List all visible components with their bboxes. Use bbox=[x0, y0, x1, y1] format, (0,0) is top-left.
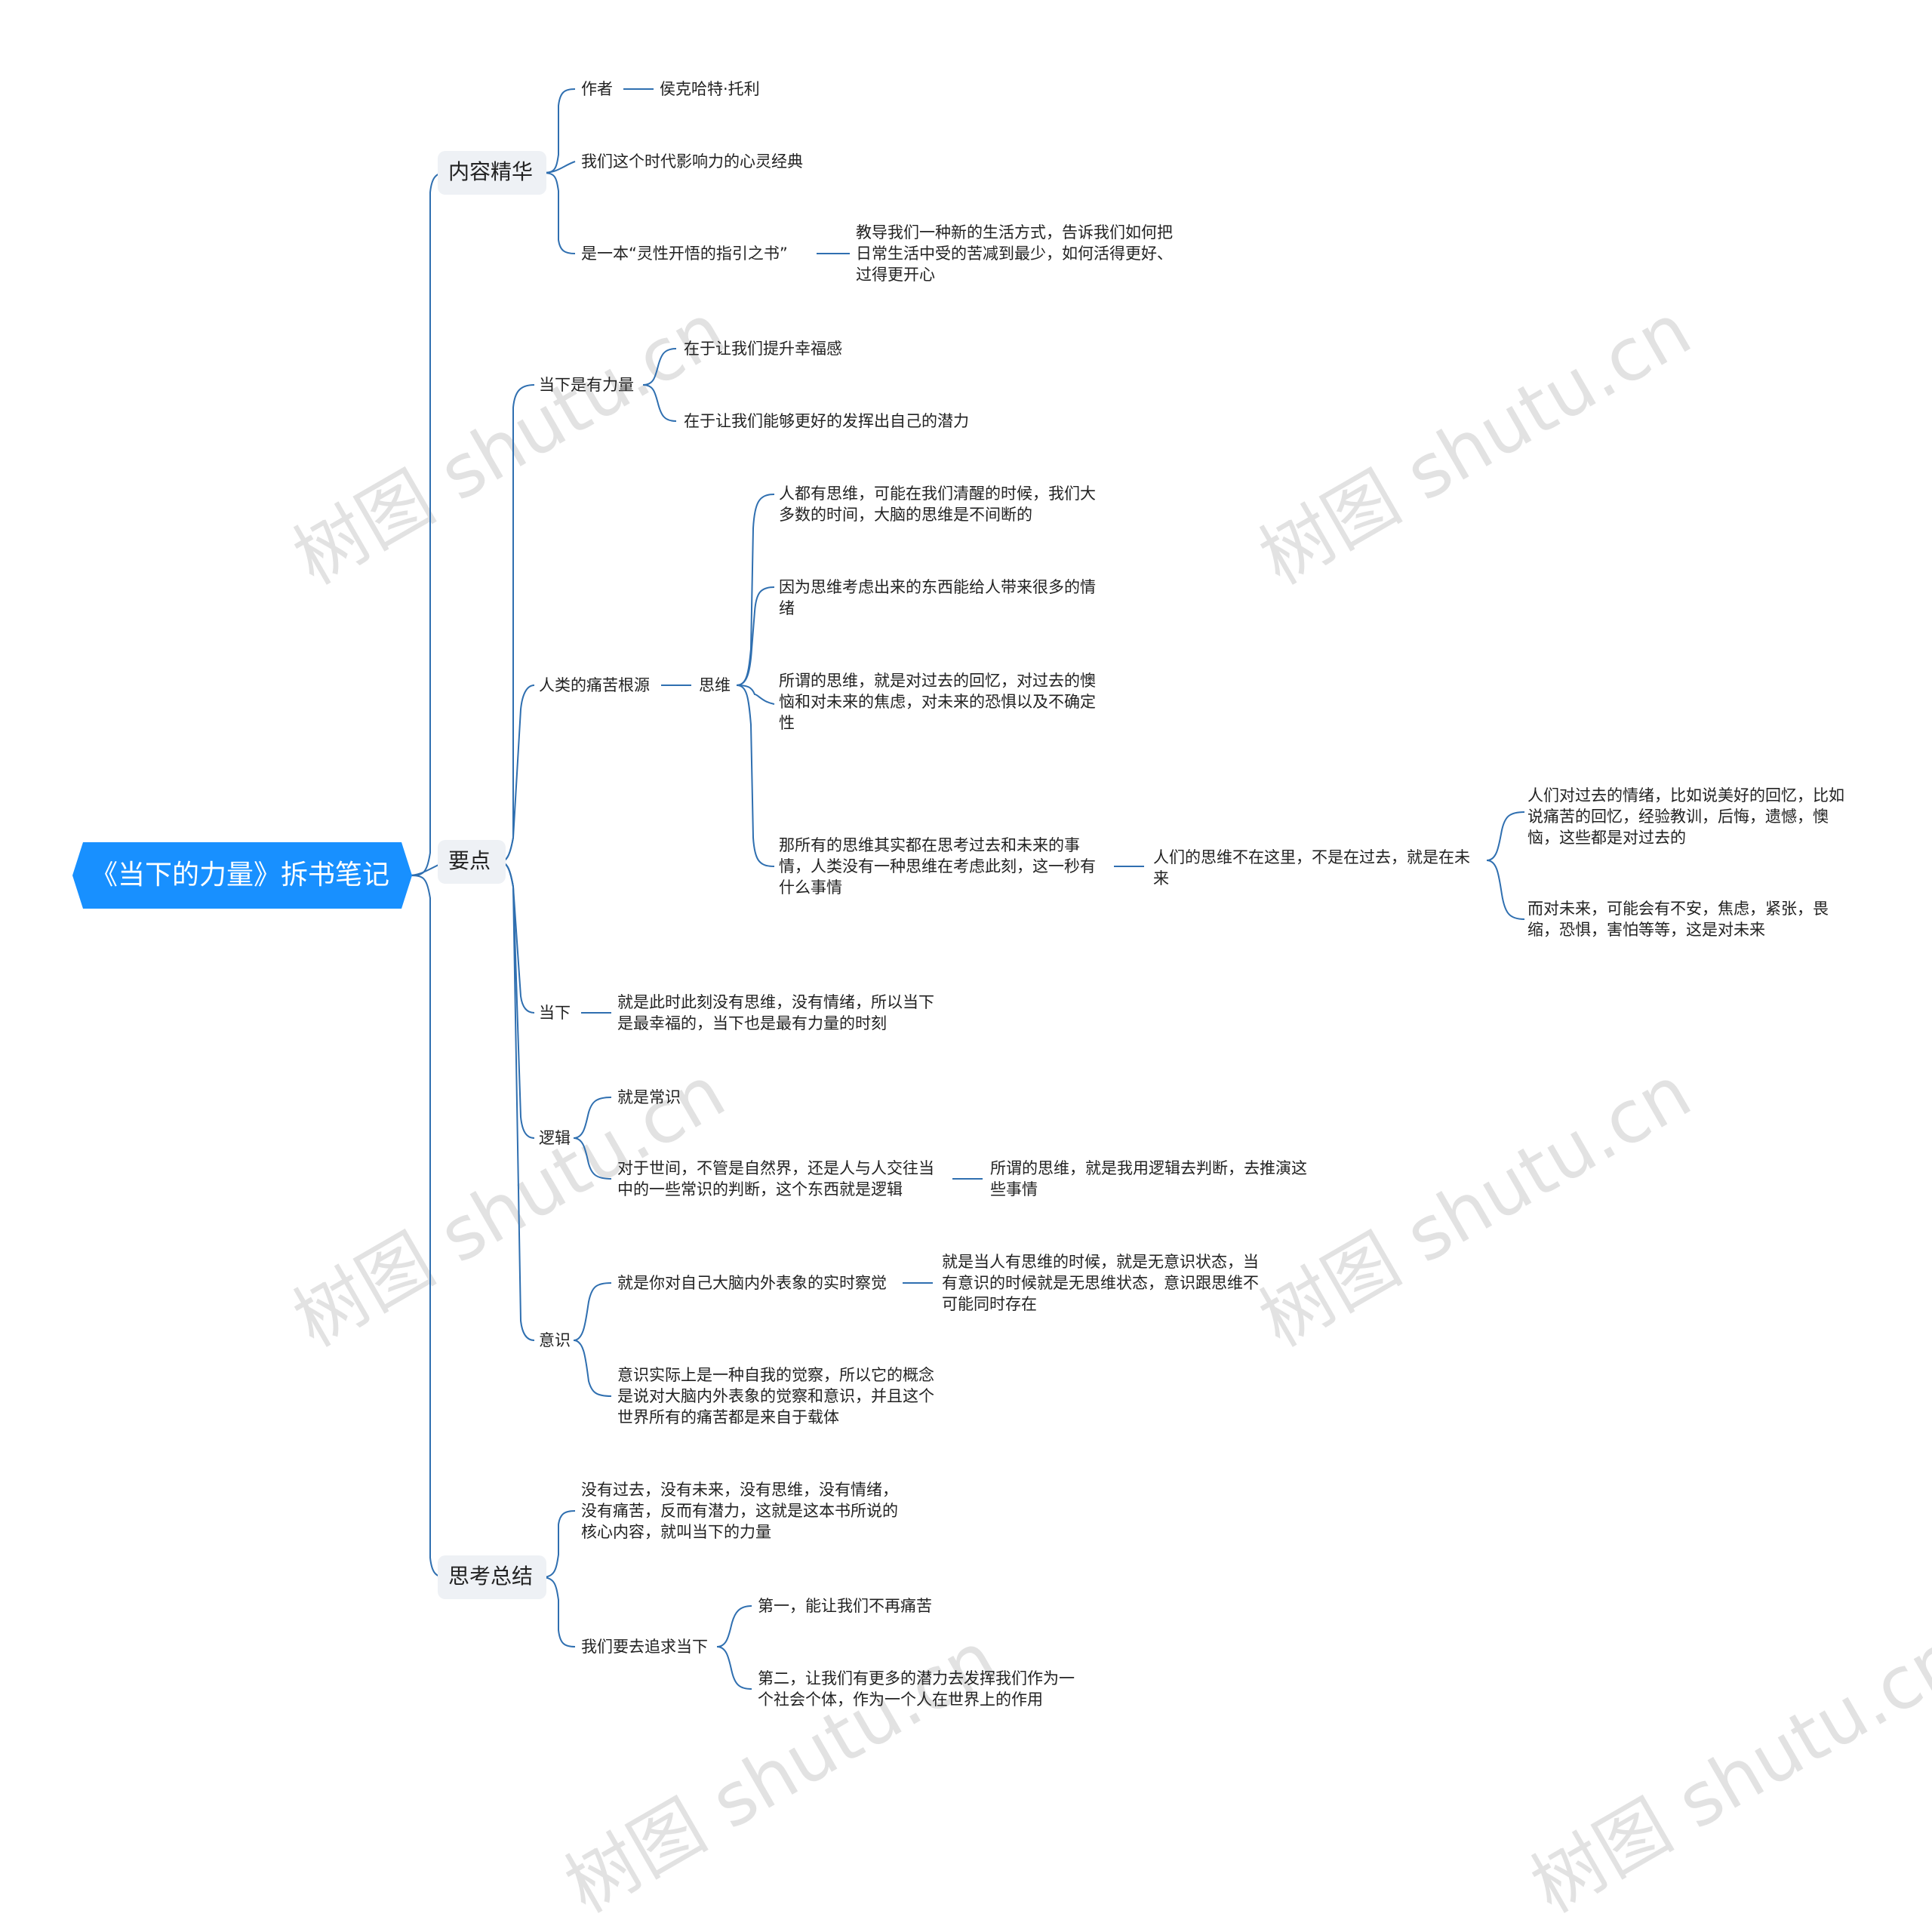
logic-node[interactable]: 逻辑 bbox=[539, 1129, 571, 1147]
branch-pill bbox=[438, 1555, 546, 1599]
logic-common[interactable]: 就是常识 bbox=[617, 1088, 681, 1106]
not-here-node[interactable]: 人们的思维不在这里，不是在过去，就是在未来 bbox=[1153, 848, 1470, 888]
author-label[interactable]: 作者 bbox=[581, 80, 613, 98]
branch-pill bbox=[438, 840, 506, 884]
logic-reason[interactable]: 所谓的思维，就是我用逻辑去判断，去推演这些事情 bbox=[990, 1159, 1307, 1198]
thought-item[interactable]: 那所有的思维其实都在思考过去和未来的事情，人类没有一种思维在考虑此刻，这一秒有什… bbox=[779, 836, 1096, 897]
summary-first[interactable]: 第一，能让我们不再痛苦 bbox=[758, 1597, 932, 1615]
branch-keypoints[interactable]: 要点 bbox=[448, 848, 491, 873]
past-node[interactable]: 人们对过去的情绪，比如说美好的回忆，比如说痛苦的回忆，经验教训，后悔，遗憾，懊恼… bbox=[1527, 786, 1844, 847]
branch-pill bbox=[438, 151, 546, 195]
awareness-realtime[interactable]: 就是你对自己大脑内外表象的实时察觉 bbox=[617, 1274, 887, 1292]
awareness-concept[interactable]: 意识实际上是一种自我的觉察，所以它的概念是说对大脑内外表象的觉察和意识，并且这个… bbox=[617, 1366, 934, 1426]
guide-book-node[interactable]: 是一本“灵性开悟的指引之书” bbox=[581, 245, 788, 263]
power-node[interactable]: 当下是有力量 bbox=[539, 376, 634, 394]
logic-judge[interactable]: 对于世间，不管是自然界，还是人与人交往当中的一些常识的判断，这个东西就是逻辑 bbox=[617, 1159, 934, 1198]
thought-item[interactable]: 人都有思维，可能在我们清醒的时候，我们大多数的时间，大脑的思维是不间断的 bbox=[779, 485, 1096, 524]
root-title[interactable]: 《当下的力量》拆书笔记 bbox=[91, 860, 390, 891]
future-node[interactable]: 而对未来，可能会有不安，焦虑，紧张，畏缩，恐惧，害怕等等，这是对未来 bbox=[1527, 900, 1829, 939]
author-name[interactable]: 侯克哈特·托利 bbox=[660, 80, 760, 98]
branch-content[interactable]: 内容精华 bbox=[448, 159, 534, 184]
summary-pursue[interactable]: 我们要去追求当下 bbox=[581, 1638, 708, 1656]
power-item[interactable]: 在于让我们提升幸福感 bbox=[684, 340, 842, 358]
awareness-state[interactable]: 就是当人有思维的时候，就是无意识状态，当有意识的时候就是无思维状态，意识跟思维不… bbox=[942, 1253, 1259, 1313]
awareness-node[interactable]: 意识 bbox=[539, 1331, 571, 1349]
thought-item[interactable]: 所谓的思维，就是对过去的回忆，对过去的懊恼和对未来的焦虑，对未来的恐惧以及不确定… bbox=[779, 672, 1096, 732]
power-item[interactable]: 在于让我们能够更好的发挥出自己的潜力 bbox=[684, 412, 969, 430]
summary-core[interactable]: 没有过去，没有未来，没有思维，没有情绪，没有痛苦，反而有潜力，这就是这本书所说的… bbox=[581, 1481, 898, 1541]
thought-item[interactable]: 因为思维考虑出来的东西能给人带来很多的情绪 bbox=[779, 578, 1096, 617]
branch-summary[interactable]: 思考总结 bbox=[448, 1564, 534, 1589]
classic-node[interactable]: 我们这个时代影响力的心灵经典 bbox=[581, 152, 803, 171]
guide-desc-node[interactable]: 教导我们一种新的生活方式，告诉我们如何把日常生活中受的苦减到最少，如何活得更好、… bbox=[856, 223, 1173, 284]
now-node[interactable]: 当下 bbox=[539, 1004, 571, 1022]
summary-second[interactable]: 第二，让我们有更多的潜力去发挥我们作为一个社会个体，作为一个人在世界上的作用 bbox=[758, 1669, 1075, 1709]
root-node-shape bbox=[72, 842, 412, 909]
now-desc[interactable]: 就是此时此刻没有思维，没有情绪，所以当下是最幸福的，当下也是最有力量的时刻 bbox=[617, 993, 934, 1032]
thought-node[interactable]: 思维 bbox=[699, 676, 731, 694]
pain-node[interactable]: 人类的痛苦根源 bbox=[539, 676, 650, 694]
